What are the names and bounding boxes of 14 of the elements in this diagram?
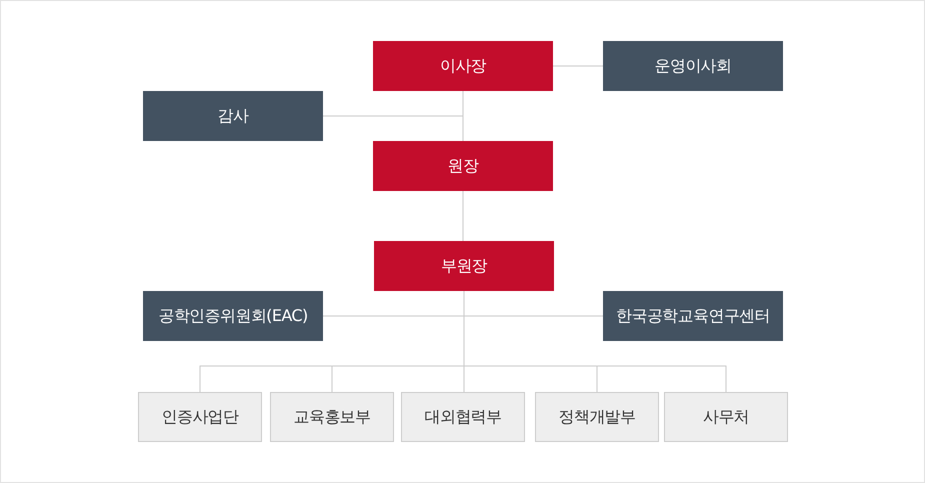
- role-box: 원장: [373, 141, 553, 191]
- affiliate-box: 운영이사회: [603, 41, 783, 91]
- connector-line: [462, 190, 464, 242]
- department-box: 대외협력부: [401, 392, 525, 442]
- department-box: 정책개발부: [535, 392, 659, 442]
- department-box: 사무처: [664, 392, 788, 442]
- role-box: 이사장: [373, 41, 553, 91]
- affiliate-box: 감사: [143, 91, 323, 141]
- role-box: 부원장: [374, 241, 554, 291]
- connector-line: [462, 90, 464, 142]
- department-box: 교육홍보부: [270, 392, 394, 442]
- affiliate-box: 한국공학교육연구센터: [603, 291, 783, 341]
- department-box: 인증사업단: [138, 392, 262, 442]
- affiliate-box: 공학인증위원회(EAC): [143, 291, 323, 341]
